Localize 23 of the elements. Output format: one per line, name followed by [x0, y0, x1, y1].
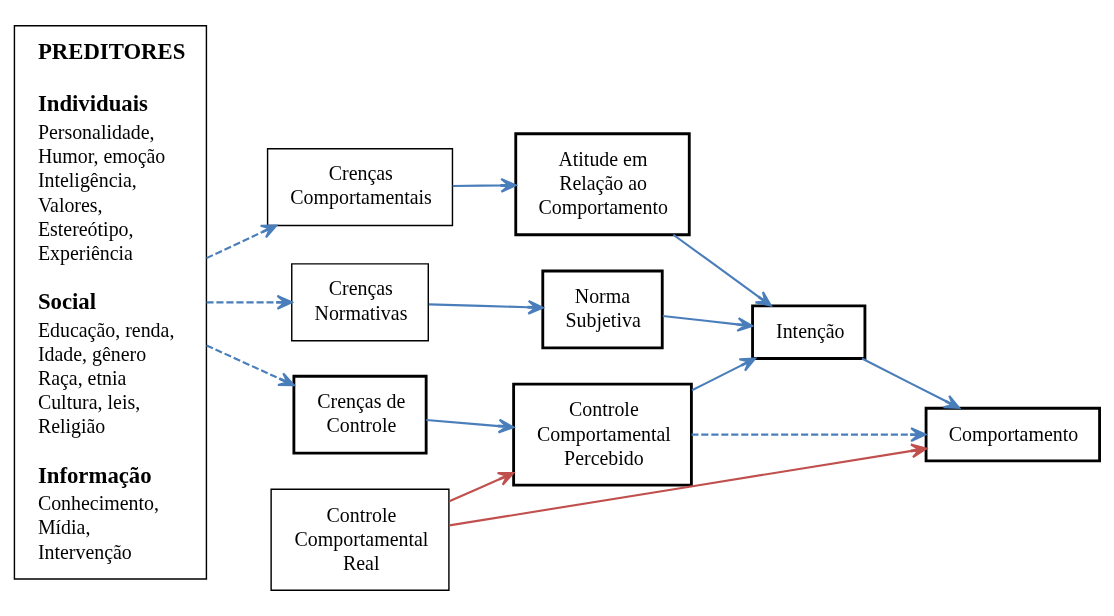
arrow [428, 299, 544, 315]
node-box: PREDITORES Individuais Personalidade, Humor, emoção Inteligência, Valores, Estereótipo, Experiência Social Educação, renda, Idade, gênero Raça, etnia Cultura, leis, Religião Informação Conhecimento, Mídia, Intervenção [13, 25, 208, 580]
arrow [861, 357, 961, 409]
node-box: Norma Subjetiva [541, 269, 664, 350]
arrow [452, 178, 517, 193]
arrow [691, 427, 927, 443]
arrow [691, 357, 756, 392]
arrow [426, 418, 515, 434]
arrow [206, 344, 295, 387]
node-box: Controle Comportamental Real [270, 488, 450, 591]
arrow [206, 294, 293, 310]
arrow [448, 471, 515, 503]
node-box: Atitude em Relação ao Comportamento [514, 132, 691, 237]
arrow [672, 233, 772, 307]
arrow [206, 224, 278, 260]
node-box: Comportamento [924, 406, 1101, 463]
node-box: Crenças Comportamentais [266, 148, 454, 227]
arrow [449, 443, 928, 527]
arrow [662, 314, 754, 332]
node-box: Crenças Normativas [291, 263, 429, 342]
node-box: Controle Comportamental Percebido [512, 382, 693, 487]
node-box: Crenças de Controle [292, 374, 428, 455]
node-box: Intenção [751, 304, 867, 360]
